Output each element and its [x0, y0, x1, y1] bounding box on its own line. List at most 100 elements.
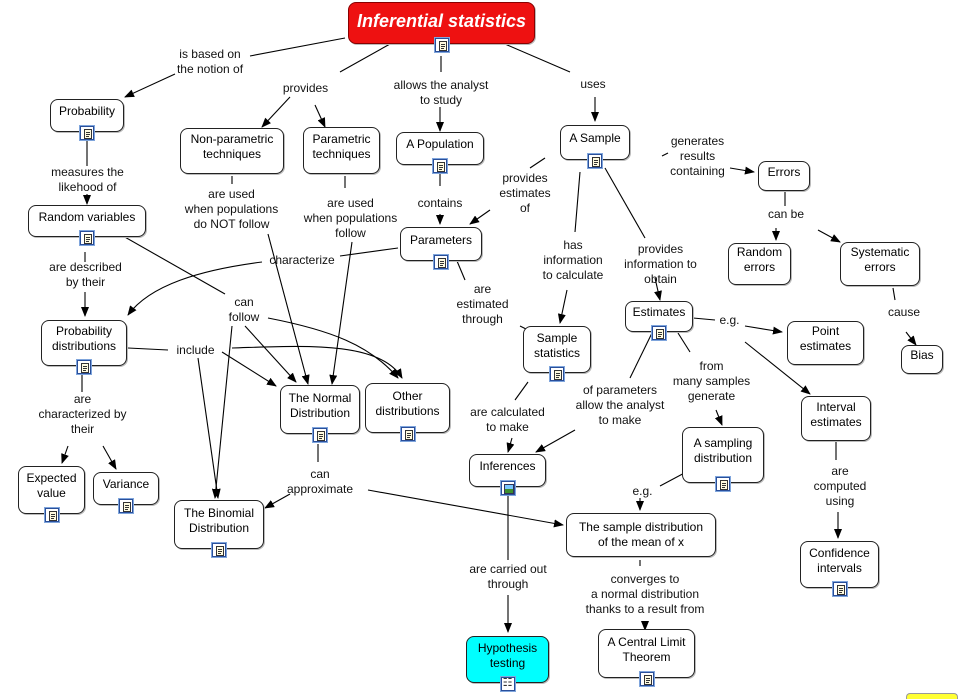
link-label-converges: converges to a normal distribution thank…: [585, 572, 705, 616]
link-label-provides-estimates: provides estimates of: [499, 171, 551, 215]
node-sampling-distribution[interactable]: A sampling distribution: [682, 427, 764, 491]
document-resource-icon[interactable]: [77, 360, 91, 374]
link-label-provides: provides: [282, 81, 329, 95]
link-label-described-by: are described by their: [49, 260, 122, 289]
node-label: Non-parametric techniques: [190, 132, 274, 161]
node-hypothesis-testing[interactable]: Hypothesis testing: [466, 636, 549, 691]
node-random-errors[interactable]: Random errors: [728, 243, 791, 285]
link-label-can-follow: can follow: [228, 295, 260, 324]
link-label-from-many-samples: from many samples generate: [672, 359, 751, 403]
node-systematic-errors[interactable]: Systematic errors: [840, 242, 920, 286]
link-label-eg-point: e.g.: [719, 313, 740, 327]
node-label: Random variables: [38, 209, 136, 224]
node-point-estimates[interactable]: Point estimates: [787, 321, 864, 365]
node-label: Hypothesis testing: [477, 640, 538, 670]
node-estimates[interactable]: Estimates: [625, 301, 693, 340]
node-label: Point estimates: [799, 324, 852, 353]
document-resource-icon[interactable]: [80, 126, 94, 140]
document-resource-icon[interactable]: [44, 508, 59, 522]
node-label: Expected value: [26, 471, 77, 500]
node-errors[interactable]: Errors: [758, 161, 810, 191]
node-sample-distribution-mean[interactable]: The sample distribution of the mean of x: [566, 513, 716, 557]
node-interval-estimates[interactable]: Interval estimates: [801, 396, 871, 441]
line-characterize-probdist: [127, 261, 263, 316]
link-label-include: include: [176, 343, 215, 357]
link-label-of-parameters: of parameters allow the analyst to make: [575, 383, 665, 427]
node-bias[interactable]: Bias: [901, 345, 943, 374]
line-approximate-binomial: [264, 493, 291, 509]
link-label-carried-out: are carried out through: [469, 562, 547, 591]
node-probability-distributions[interactable]: Probability distributions: [41, 320, 127, 374]
link-label-used-not-follow: are used when populations do NOT follow: [184, 187, 279, 231]
document-resource-icon[interactable]: [716, 477, 730, 491]
node-variance[interactable]: Variance: [93, 472, 159, 513]
link-label-used-follow: are used when populations follow: [303, 196, 398, 240]
document-resource-icon[interactable]: [434, 255, 448, 269]
node-sample-statistics[interactable]: Sample statistics: [523, 326, 591, 381]
link-label-provides-information: provides information to obtain: [624, 242, 697, 286]
document-resource-icon[interactable]: [119, 499, 133, 513]
node-sample[interactable]: A Sample: [560, 125, 630, 168]
node-probability[interactable]: Probability: [50, 99, 124, 140]
node-label: Confidence intervals: [809, 545, 870, 575]
document-resource-icon[interactable]: [588, 154, 602, 168]
node-label: Probability: [58, 104, 116, 118]
line-root-to-based: [249, 37, 346, 57]
line-randomvars-canfollow: [122, 235, 226, 295]
document-resource-icon[interactable]: [652, 326, 666, 340]
line-estimates-frommany: [677, 332, 691, 353]
concept-map-resource-icon[interactable]: [500, 676, 515, 691]
node-binomial-distribution[interactable]: The Binomial Distribution: [174, 500, 264, 557]
document-resource-icon[interactable]: [434, 38, 449, 52]
link-label-estimated-through: are estimated through: [456, 282, 509, 326]
line-params-estimated: [456, 260, 466, 281]
node-inferences[interactable]: Inferences: [469, 454, 546, 495]
line-provides-param: [314, 104, 326, 128]
link-label-cause: cause: [887, 305, 921, 319]
document-resource-icon[interactable]: [400, 427, 415, 441]
line-char-expected: [61, 445, 69, 464]
node-label: Other distributions: [375, 389, 440, 418]
document-resource-icon[interactable]: [313, 428, 327, 442]
node-random-variables[interactable]: Random variables: [28, 205, 146, 245]
document-resource-icon[interactable]: [80, 231, 94, 245]
document-resource-icon[interactable]: [550, 367, 564, 381]
node-label: A Sample: [569, 131, 621, 145]
document-resource-icon[interactable]: [433, 159, 447, 173]
line-used-follow-normal: [329, 241, 353, 385]
root-label: Inferential statistics: [356, 10, 527, 31]
link-label-generates-results: generates results containing: [670, 134, 725, 178]
line-cause-bias: [905, 331, 917, 346]
node-central-limit-theorem[interactable]: A Central Limit Theorem: [598, 629, 695, 686]
line-root-to-uses: [504, 43, 571, 73]
node-parameters[interactable]: Parameters: [400, 227, 482, 269]
node-population[interactable]: A Population: [396, 132, 484, 173]
node-confidence-intervals[interactable]: Confidence intervals: [800, 541, 879, 596]
line-providesinfo-estimates: [654, 277, 662, 301]
node-normal-distribution[interactable]: The Normal Distribution: [280, 385, 360, 442]
line-approximate-samplemean: [367, 489, 564, 528]
root-node-inferential-statistics[interactable]: Inferential statistics: [348, 2, 535, 52]
link-label-characterized-by: are characterized by their: [38, 392, 127, 436]
node-nonparametric-techniques[interactable]: Non-parametric techniques: [180, 128, 284, 174]
line-ofparams-inferences: [535, 429, 576, 453]
corner-tab: [906, 693, 958, 699]
line-hasinfo-samplestats: [557, 289, 568, 324]
link-label-has-information: has information to calculate: [542, 238, 604, 282]
document-resource-icon[interactable]: [212, 543, 226, 557]
link-label-contains: contains: [417, 196, 463, 210]
link-label-allows-analyst: allows the analyst to study: [393, 78, 489, 107]
line-estimates-ofparams: [629, 332, 653, 379]
node-parametric-techniques[interactable]: Parametric techniques: [303, 127, 380, 174]
node-label: A sampling distribution: [693, 436, 753, 465]
line-provides-est-params: [469, 209, 491, 225]
node-expected-value[interactable]: Expected value: [18, 466, 85, 522]
document-resource-icon[interactable]: [832, 582, 847, 596]
document-resource-icon[interactable]: [639, 672, 654, 686]
line-calculated-inferences: [506, 437, 515, 453]
image-resource-icon[interactable]: [500, 481, 515, 495]
line-estimates-eg: [692, 317, 716, 321]
node-other-distributions[interactable]: Other distributions: [365, 383, 450, 441]
